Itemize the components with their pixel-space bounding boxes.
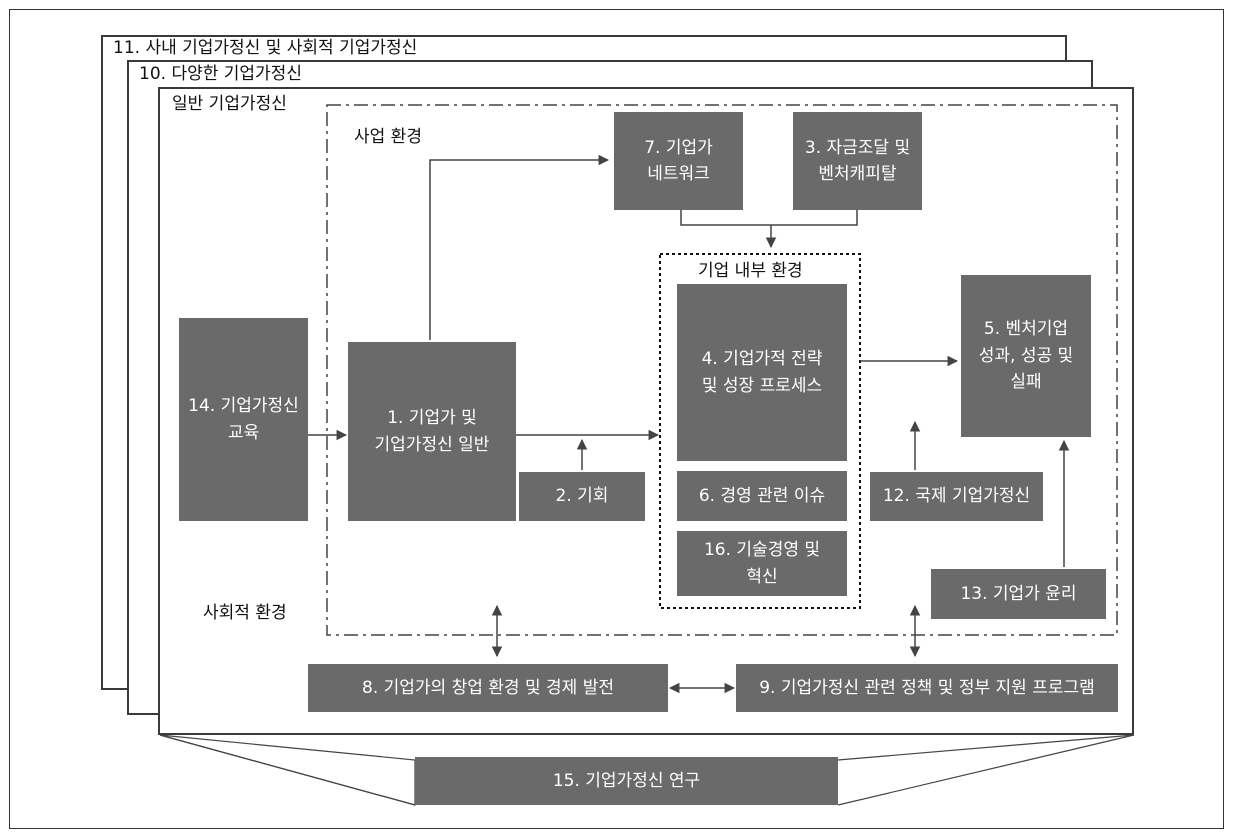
social-environment-label: 사회적 환경	[203, 603, 287, 623]
layer-title-10: 10. 다양한 기업가정신	[139, 64, 302, 84]
box-8-startup-environment: 8. 기업가의 창업 환경 및 경제 발전	[308, 664, 668, 712]
box-9-policy: 9. 기업가정신 관련 정책 및 정부 지원 프로그램	[736, 664, 1118, 712]
box-3-financing: 3. 자금조달 및 벤처캐피탈	[793, 112, 922, 210]
box-12-international: 12. 국제 기업가정신	[870, 472, 1043, 521]
box-6-management: 6. 경영 관련 이슈	[677, 471, 847, 521]
box-14-education: 14. 기업가정신 교육	[179, 318, 308, 521]
box-15-research: 15. 기업가정신 연구	[415, 757, 838, 805]
box-5-performance: 5. 벤처기업 성과, 성공 및 실패	[961, 275, 1091, 437]
internal-environment-region	[659, 253, 861, 609]
connector-7-3	[680, 210, 858, 226]
business-environment-region	[326, 104, 1118, 636]
box-4-strategy: 4. 기업가적 전략 및 성장 프로세스	[677, 284, 847, 461]
box-16-technology: 16. 기술경영 및 혁신	[677, 531, 847, 596]
layer-title-11: 11. 사내 기업가정신 및 사회적 기업가정신	[113, 38, 418, 58]
box-1-entrepreneurship: 1. 기업가 및 기업가정신 일반	[348, 342, 516, 521]
layer-title-general: 일반 기업가정신	[172, 94, 287, 114]
figure-frame	[9, 9, 1224, 829]
box-2-opportunity: 2. 기회	[519, 472, 645, 521]
internal-environment-label: 기업 내부 환경	[696, 261, 805, 281]
box-7-network: 7. 기업가 네트워크	[614, 112, 743, 210]
box-13-ethics: 13. 기업가 윤리	[931, 569, 1106, 619]
business-environment-label: 사업 환경	[354, 127, 422, 147]
arrow-1-to-7	[429, 154, 610, 340]
